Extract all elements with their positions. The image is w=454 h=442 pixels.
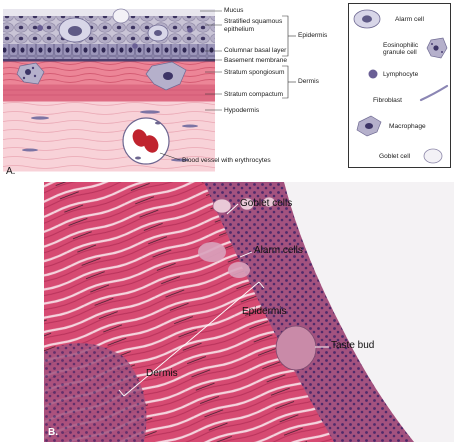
label-columnar: Columnar basal layer	[224, 47, 287, 54]
label-dermis: Dermis	[298, 78, 319, 85]
label-epidermis: Epidermis	[298, 32, 328, 39]
panel-b-letter: B.	[48, 427, 58, 438]
label-spongiosum: Stratum spongiosum	[224, 69, 285, 76]
legend-macrophage: Macrophage	[389, 123, 426, 130]
histology-micrograph	[44, 182, 454, 442]
legend-alarm-cell: Alarm cell	[395, 16, 424, 23]
legend-eosinophilic-1: Eosinophilic	[383, 42, 419, 49]
legend-goblet-cell: Goblet cell	[379, 153, 411, 160]
panel-b-micrograph: B. Goblet cells Alarm cells Epidermis Ta…	[44, 182, 454, 442]
panel-a-letter: A.	[6, 166, 16, 177]
cell-legend: Alarm cell Eosinophilic granule cell Lym…	[348, 3, 451, 168]
skin-section-illustration	[3, 8, 296, 172]
label-blood-vessel: Blood vessel with erythrocytes	[182, 157, 271, 164]
label-stratified-1: Stratified squamous	[224, 18, 283, 25]
label-hypodermis: Hypodermis	[224, 107, 260, 114]
legend-fibroblast: Fibroblast	[373, 97, 402, 104]
panel-a-diagram: A. Mucus Stratified squamous epithelium …	[0, 0, 454, 180]
label-taste-bud: Taste bud	[331, 340, 375, 351]
label-basement: Basement membrane	[224, 57, 288, 64]
label-mucus: Mucus	[224, 7, 244, 14]
label-alarm-cells: Alarm cells	[254, 245, 303, 256]
label-compactum: Stratum compactum	[224, 91, 283, 98]
legend-icons	[353, 9, 449, 164]
label-stratified-2: epithelium	[224, 26, 255, 33]
label-epidermis-b: Epidermis	[242, 306, 287, 317]
legend-eosinophilic-2: granule cell	[383, 49, 417, 56]
label-dermis-b: Dermis	[146, 368, 178, 379]
legend-lymphocyte: Lymphocyte	[383, 71, 419, 78]
label-goblet-cells: Goblet cells	[240, 198, 293, 209]
